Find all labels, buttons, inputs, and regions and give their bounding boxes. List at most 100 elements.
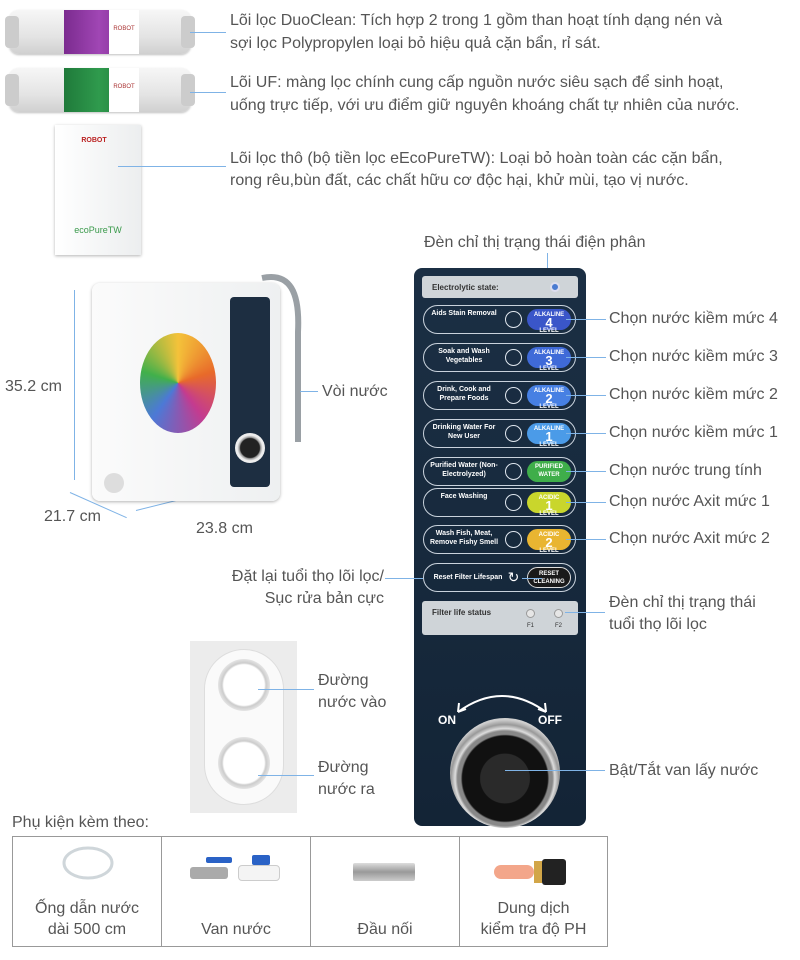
accessory-label: Van nước: [201, 921, 271, 938]
mode-button-text: Wash Fish, Meat, Remove Fishy Smell: [429, 530, 499, 546]
ionizer-machine: [92, 283, 280, 501]
faucet-label: Vòi nước: [322, 383, 388, 400]
outlet-label-1: Đường: [318, 759, 369, 776]
reset-callout-2: Sục rửa bản cực: [264, 590, 384, 607]
filter-f1-light: [526, 609, 535, 618]
f1-label: F1: [527, 623, 535, 629]
callout-line: [566, 433, 606, 434]
accessories-table: Ống dẫn nước dài 500 cm Van nước Đầu nối…: [12, 836, 608, 947]
pill-top: ACIDIC: [538, 532, 560, 538]
pill-bottom: LEVEL: [539, 548, 559, 554]
pill-number: 1: [545, 429, 553, 444]
pill-bottom: LEVEL: [539, 404, 559, 410]
reset-pill-top: RESET: [538, 571, 559, 577]
electrolytic-indicator-label: Đèn chỉ thị trạng thái điện phân: [424, 234, 646, 251]
outlet-port: [218, 737, 270, 789]
accessory-label-2: dài 500 cm: [47, 921, 127, 938]
callout-line: [566, 471, 606, 472]
mode-button-7[interactable]: Wash Fish, Meat, Remove Fishy Smell ACIDI…: [423, 525, 576, 554]
pill-top: ALKALINE: [533, 312, 565, 318]
accessory-ph-test: Dung dịch kiểm tra độ PH: [460, 837, 607, 946]
pill-top: ALKALINE: [533, 426, 565, 432]
mode-button-5[interactable]: Purified Water (Non-Electrolyzed)PURIFIE…: [423, 457, 576, 486]
reset-filter-text: Reset Filter Lifespan: [433, 574, 503, 581]
robot-logo: ROBOT: [81, 137, 107, 144]
mode-callout-4: Chọn nước kiềm mức 1: [609, 424, 778, 441]
pill-bottom: LEVEL: [539, 511, 559, 517]
valve-icon: [190, 867, 228, 879]
duoclean-desc-2: sợi lọc Polypropylen loại bỏ hiệu quả cặ…: [230, 35, 601, 52]
pill-number: 3: [545, 353, 553, 368]
robot-logo-small: ROBOT: [109, 68, 139, 112]
mode-icon: [505, 349, 522, 366]
electrolytic-state-label: Electrolytic state:: [432, 283, 499, 292]
water-valve-knob[interactable]: [450, 718, 560, 828]
mode-callout-7: Chọn nước Axit mức 2: [609, 530, 770, 547]
pill-top: ALKALINE: [533, 350, 565, 356]
mode-callout-3: Chọn nước kiềm mức 2: [609, 386, 778, 403]
accessories-title: Phụ kiện kèm theo:: [12, 814, 149, 831]
height-dimension: 35.2 cm: [5, 378, 62, 395]
inlet-label-2: nước vào: [318, 694, 387, 711]
pill-top: ACIDIC: [538, 495, 560, 501]
mode-icon: [505, 387, 522, 404]
ph-dropper-icon: [494, 865, 534, 879]
accessory-label-2: kiểm tra độ PH: [480, 921, 587, 938]
mode-button-text: Aids Stain Removal: [431, 310, 497, 317]
width-dimension: 23.8 cm: [196, 520, 253, 537]
coarse-desc-1: Lõi lọc thô (bộ tiền lọc eEcoPureTW): Lo…: [230, 150, 723, 167]
faucet-hose: [261, 273, 302, 442]
pill-top: PURIFIED: [534, 464, 563, 470]
f2-label: F2: [555, 623, 563, 629]
ecopure-prefilter: ROBOT ecoPureTW: [55, 125, 141, 255]
rotate-arrow-icon: [457, 695, 547, 713]
callout-line: [566, 319, 606, 320]
mode-icon: [505, 494, 522, 511]
on-label: ON: [438, 713, 456, 727]
mode-icon: [505, 531, 522, 548]
mode-button-text: Face Washing: [440, 493, 488, 500]
outlet-label-2: nước ra: [318, 781, 375, 798]
accessory-valve: Van nước: [162, 837, 311, 946]
accessory-tube: Ống dẫn nước dài 500 cm: [13, 837, 162, 946]
uf-desc-1: Lõi UF: màng lọc chính cung cấp nguồn nư…: [230, 74, 724, 91]
pill-bottom: LEVEL: [539, 366, 559, 372]
reset-filter-button[interactable]: Reset Filter Lifespan ↻ RESET CLEANING: [423, 563, 576, 592]
mode-callout-2: Chọn nước kiềm mức 3: [609, 348, 778, 365]
mode-icon: [505, 425, 522, 442]
mode-callout-1: Chọn nước kiềm mức 4: [609, 310, 778, 327]
callout-line: [566, 395, 606, 396]
uf-cartridge: ROBOT: [5, 68, 195, 112]
mode-callout-6: Chọn nước Axit mức 1: [609, 493, 770, 510]
accessory-label-1: Ống dẫn nước: [35, 900, 139, 917]
pill-number: 2: [545, 535, 553, 550]
machine-knob: [235, 433, 265, 463]
robot-logo-small: ROBOT: [109, 10, 139, 54]
mode-button-text: Drink, Cook and Prepare Foods: [437, 386, 491, 402]
connector-icon: [353, 863, 415, 881]
pill-bottom: LEVEL: [539, 442, 559, 448]
refresh-icon: ↻: [507, 569, 520, 585]
pill-bottom: LEVEL: [539, 328, 559, 334]
coarse-desc-2: rong rêu,bùn đất, các chất hữu cơ độc hạ…: [230, 172, 689, 189]
electrolytic-indicator-light: [550, 282, 560, 292]
accessory-label-1: Dung dịch: [497, 900, 570, 917]
off-label: OFF: [538, 713, 562, 727]
mode-button-text: Drinking Water For New User: [432, 424, 496, 440]
filter-f2-light: [554, 609, 563, 618]
reset-pill-bottom: CLEANING: [533, 579, 565, 585]
knob-callout: Bật/Tắt van lấy nước: [609, 762, 759, 779]
filter-life-callout-2: tuổi thọ lõi lọc: [609, 616, 707, 633]
tube-icon: [62, 846, 114, 880]
depth-dimension: 21.7 cm: [44, 508, 101, 525]
